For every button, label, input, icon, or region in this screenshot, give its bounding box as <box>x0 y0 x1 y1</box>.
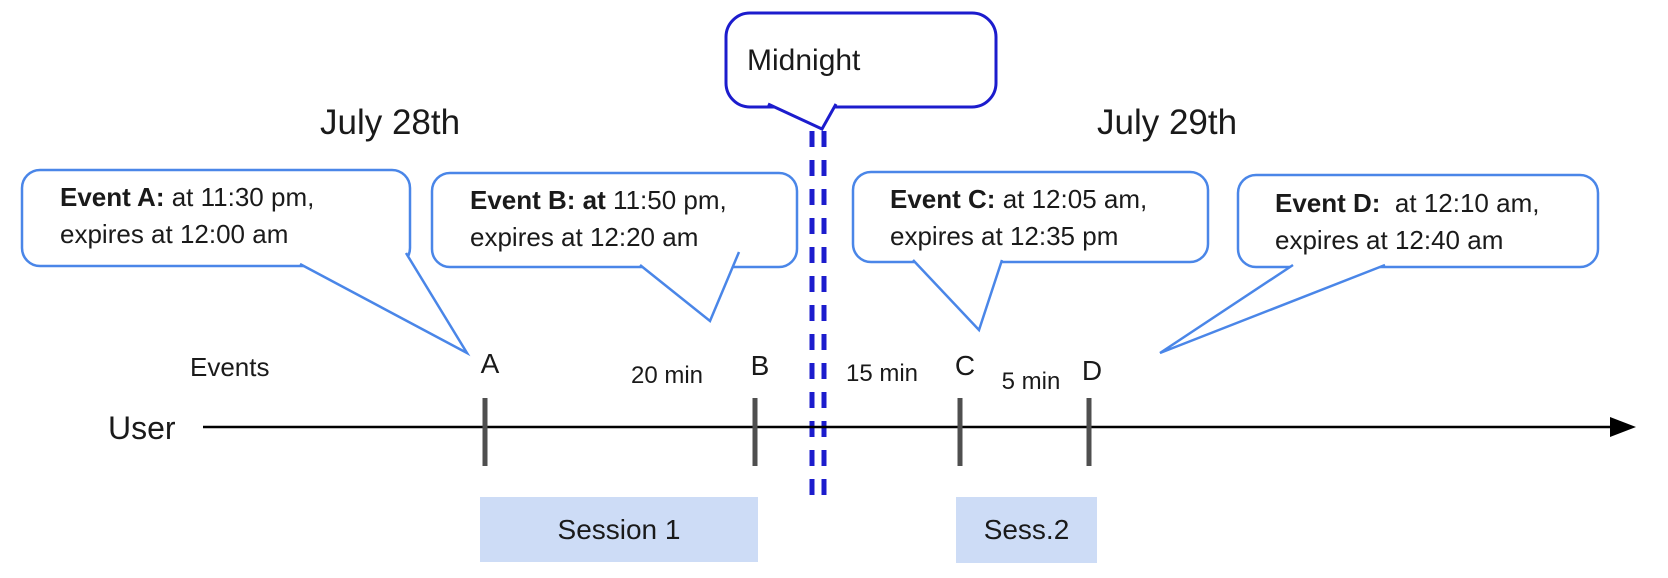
event-d-bubble-text: Event D: at 12:10 am, expires at 12:40 a… <box>1275 185 1539 259</box>
events-axis-label: Events <box>190 352 270 382</box>
session-2-box: Sess.2 <box>956 497 1097 563</box>
duration-b-to-c: 15 min <box>845 360 919 387</box>
user-axis-label: User <box>108 410 176 446</box>
duration-a-to-b: 20 min <box>630 362 704 389</box>
event-c-tail-mask <box>913 260 1002 330</box>
event-b-bubble-tail <box>639 251 741 324</box>
tick-label-a: A <box>480 348 500 379</box>
event-a-time: at 11:30 pm, <box>164 182 315 212</box>
event-d-bubble-tail <box>1159 263 1386 355</box>
event-c-line2: expires at 12:35 pm <box>890 221 1119 251</box>
session-2-label: Sess.2 <box>983 514 1070 545</box>
event-b-line1: Event B: at 11:50 pm, <box>470 182 727 219</box>
event-b-bubble-outline <box>430 171 799 269</box>
event-a-bubble-outline <box>20 168 412 268</box>
event-b-time: 11:50 pm, <box>605 185 727 215</box>
event-a-bubble-text: Event A: at 11:30 pm, expires at 12:00 a… <box>60 179 314 253</box>
event-c-line1: Event C: at 12:05 am, <box>890 181 1147 218</box>
midnight-bubble-tail <box>767 102 838 131</box>
midnight-label: Midnight <box>747 44 861 77</box>
event-c-time: at 12:05 am, <box>995 184 1148 214</box>
event-a-bold: Event A: <box>60 182 165 212</box>
event-b-line2: expires at 12:20 am <box>470 222 699 252</box>
timeline-arrowhead-icon <box>1610 417 1636 437</box>
event-c-bubble-tail <box>912 259 1004 333</box>
event-a-line2: expires at 12:00 am <box>60 219 289 249</box>
session-1-label: Session 1 <box>557 513 681 545</box>
event-b-tail-mask <box>640 252 739 321</box>
event-b-bubble-text: Event B: at 11:50 pm, expires at 12:20 a… <box>470 182 727 256</box>
event-c-bubble-text: Event C: at 12:05 am, expires at 12:35 p… <box>890 181 1147 255</box>
event-c-bold: Event C: <box>890 184 996 214</box>
event-d-time: at 12:10 am, <box>1380 188 1540 218</box>
event-a-tail-mask <box>300 253 467 353</box>
event-c-bubble-outline <box>851 170 1210 264</box>
tick-label-c: C <box>954 350 976 381</box>
event-d-bubble-outline <box>1236 173 1600 269</box>
event-d-line2: expires at 12:40 am <box>1275 225 1504 255</box>
midnight-bubble-outline <box>724 11 998 109</box>
tick-label-d: D <box>1081 355 1103 386</box>
event-a-bubble-tail <box>299 252 471 357</box>
event-d-line1: Event D: at 12:10 am, <box>1275 185 1539 222</box>
duration-c-to-d: 5 min <box>1001 368 1061 395</box>
event-b-bold: Event B: at <box>470 185 606 215</box>
day-title-july-28: July 28th <box>320 103 461 142</box>
session-1-box: Session 1 <box>480 497 758 562</box>
event-d-bold: Event D: <box>1275 188 1381 218</box>
tick-label-b: B <box>750 350 770 381</box>
day-title-july-29: July 29th <box>1097 103 1238 142</box>
event-a-line1: Event A: at 11:30 pm, <box>60 179 314 216</box>
